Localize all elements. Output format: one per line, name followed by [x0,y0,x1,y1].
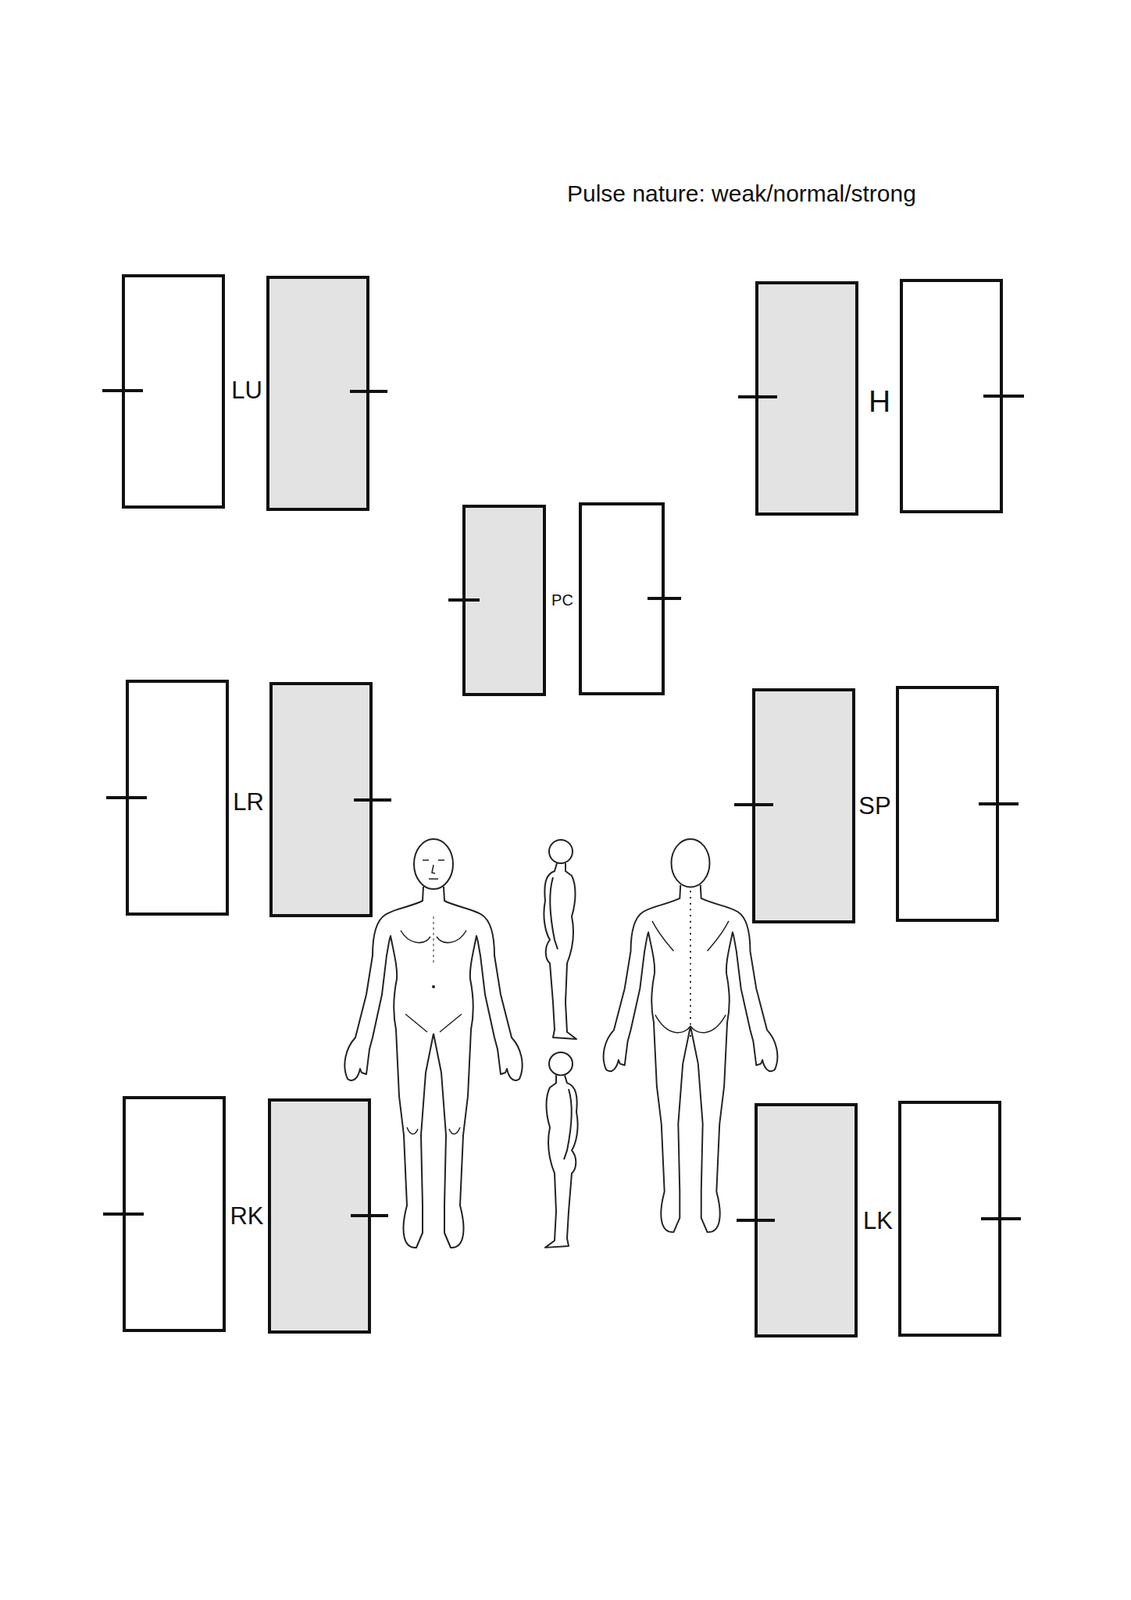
tick-mark [102,388,143,393]
tick-mark [448,598,480,602]
front-figure [344,838,522,1248]
tick-mark [738,395,778,399]
pulse-box [267,277,368,510]
tick-mark [106,795,147,800]
organ-label: H [868,385,891,417]
tick-mark [647,596,682,600]
tick-mark [349,389,388,393]
organ-label: PC [551,592,574,608]
side-figure [545,1052,578,1248]
pulse-boxes [102,275,1024,1336]
tick-mark [978,802,1019,806]
organ-label: LR [232,789,265,814]
organ-label: LU [231,378,263,403]
organ-label: LK [863,1208,893,1233]
tick-mark [983,394,1024,398]
tick-mark [103,1212,144,1216]
tick-mark [734,802,774,807]
back-figure [603,838,778,1232]
tick-mark [353,798,392,802]
tick-mark [350,1213,389,1217]
tick-mark [736,1218,775,1222]
side-figure [543,839,577,1039]
tick-mark [981,1216,1021,1221]
organ-label: SP [858,793,891,818]
chart-title: Pulse nature: weak/normal/strong [567,181,917,206]
organ-label: RK [229,1203,264,1228]
